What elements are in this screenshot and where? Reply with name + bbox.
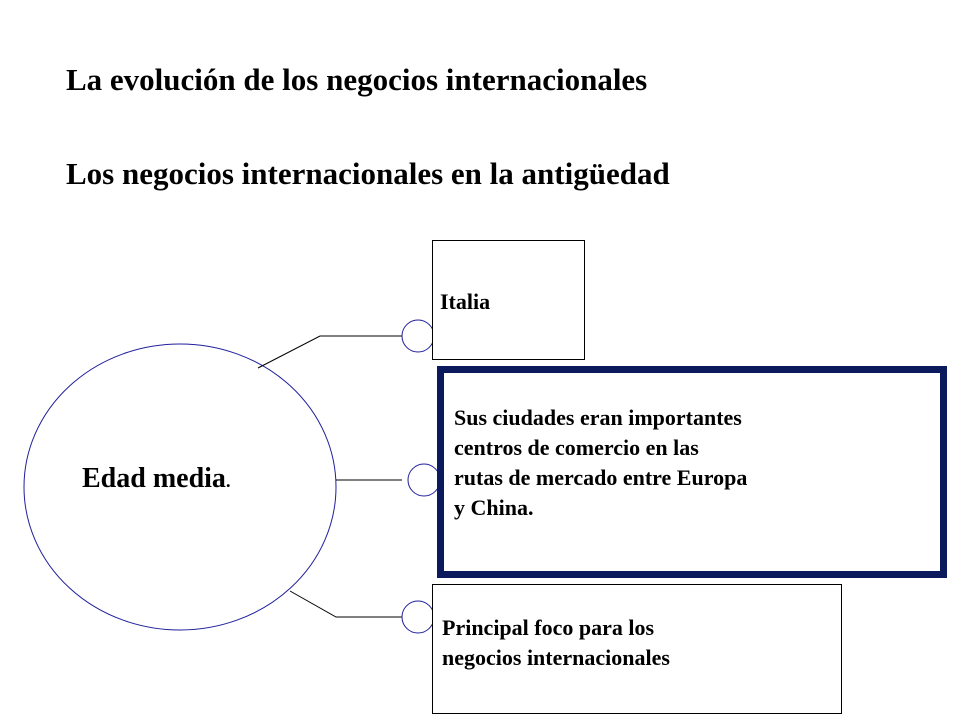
page-title: La evolución de los negocios internacion…	[66, 62, 648, 97]
box-italia: Italia	[432, 240, 585, 360]
box-cities-text: Sus ciudades eran importantes centros de…	[454, 405, 748, 520]
connector-node-bottom	[401, 600, 435, 634]
connector-node-top	[401, 319, 435, 353]
page-subtitle: Los negocios internacionales en la antig…	[66, 156, 670, 191]
box-focus-text: Principal foco para los negocios interna…	[442, 615, 670, 670]
main-circle-label-text: Edad media	[82, 463, 226, 494]
connector-top	[257, 335, 402, 369]
connector-bottom	[289, 590, 402, 618]
main-circle-label-suffix: .	[225, 471, 231, 491]
connector-node-middle	[407, 463, 441, 497]
box-italia-text: Italia	[440, 289, 491, 314]
box-principal-focus: Principal foco para los negocios interna…	[432, 584, 842, 714]
main-circle-label: Edad media.	[82, 463, 231, 495]
box-cities-description: Sus ciudades eran importantes centros de…	[437, 366, 947, 578]
main-circle	[23, 343, 337, 631]
